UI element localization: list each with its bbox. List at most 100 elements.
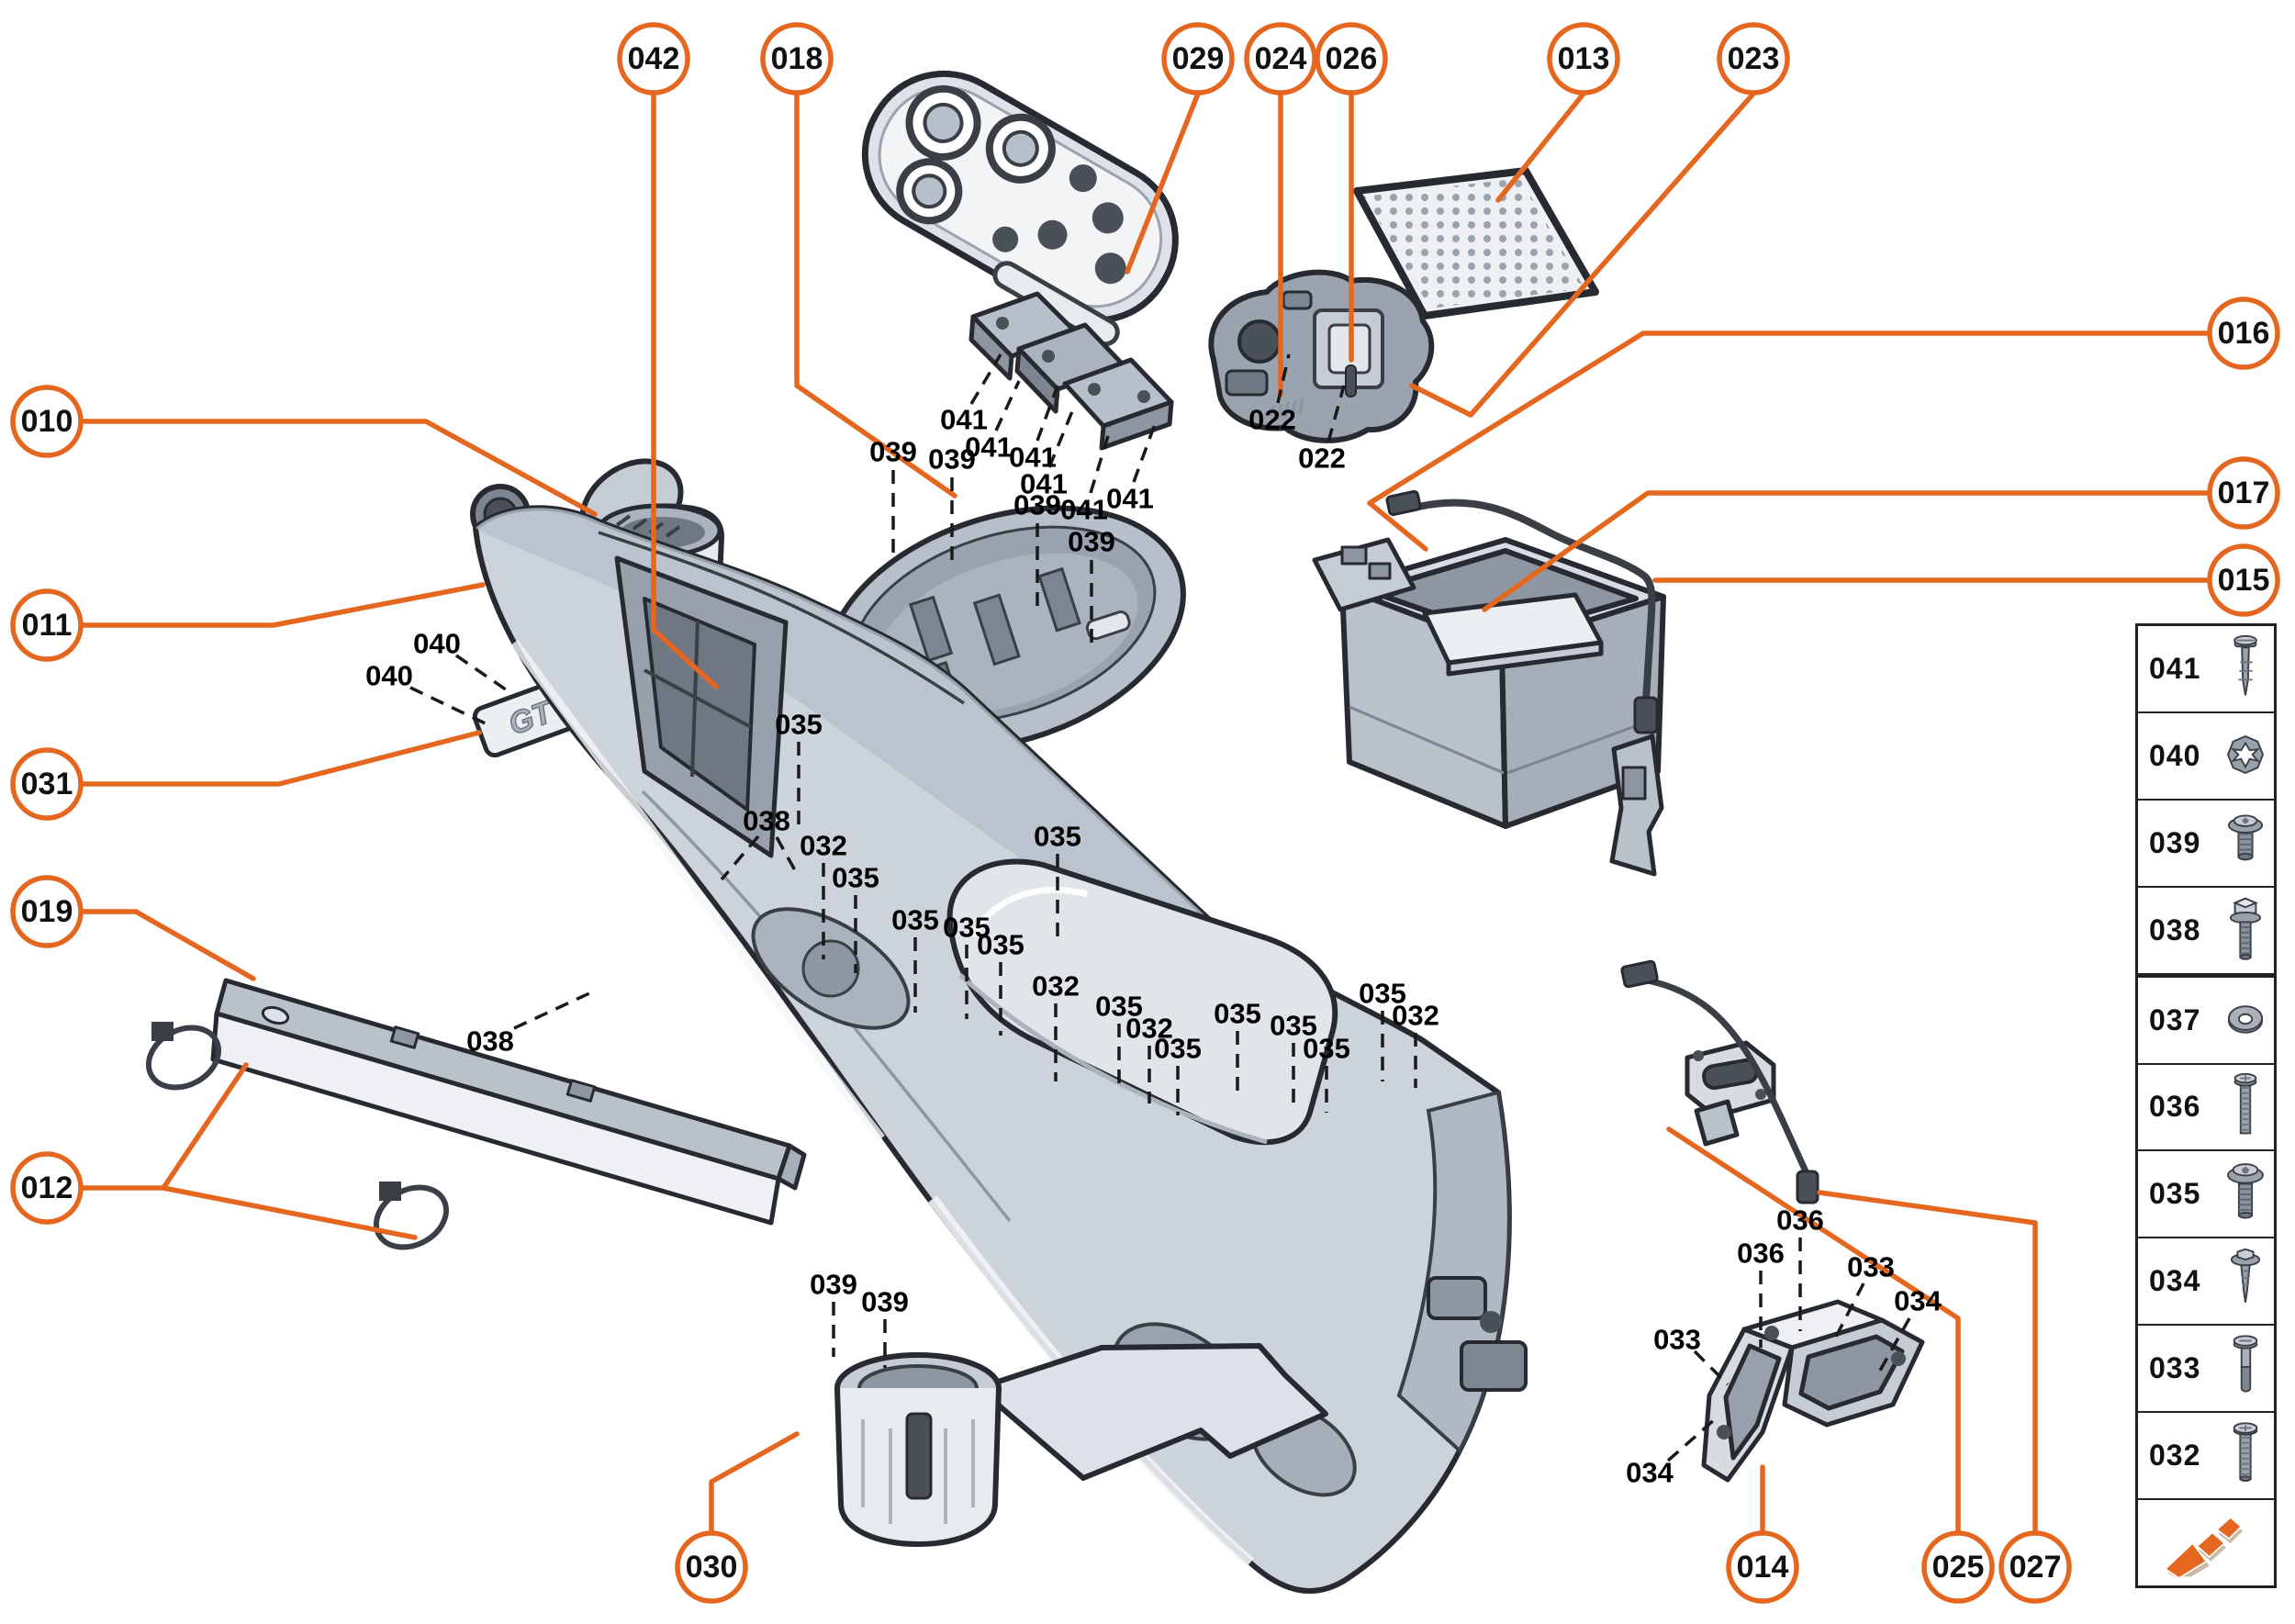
legend-number: 039 xyxy=(2149,825,2201,859)
part-cup-holder[interactable] xyxy=(834,1343,1328,1547)
legend-row-033[interactable]: 033 xyxy=(2138,1326,2274,1414)
callout-030[interactable]: 030 xyxy=(675,1530,748,1604)
legend-number: 037 xyxy=(2149,1002,2201,1036)
legend-row-continue[interactable] xyxy=(2138,1500,2274,1585)
callout-017[interactable]: 017 xyxy=(2207,456,2280,530)
part-side-rail[interactable] xyxy=(210,978,807,1226)
legend-row-039[interactable]: 039 xyxy=(2138,801,2274,888)
legend-row-041[interactable]: 041 xyxy=(2138,626,2274,713)
svg-text:024: 024 xyxy=(1255,41,1307,76)
part-label: 035 xyxy=(775,709,823,741)
part-rubber-mat[interactable] xyxy=(1353,167,1599,319)
part-label: 032 xyxy=(1032,970,1080,1002)
part-rear-bracket[interactable] xyxy=(1701,1299,1925,1483)
callout-031[interactable]: 031 xyxy=(10,747,84,821)
label-leaders-dashed xyxy=(409,353,1911,1462)
part-label: 035 xyxy=(1034,821,1081,853)
svg-text:013: 013 xyxy=(1558,41,1610,76)
callout-012[interactable]: 012 xyxy=(10,1151,84,1225)
pointed-flange-screw-icon xyxy=(2224,1245,2267,1318)
svg-text:027: 027 xyxy=(2010,1550,2062,1585)
part-console-switch-panel[interactable] xyxy=(834,46,1204,355)
legend-row-038[interactable]: 038 xyxy=(2138,888,2274,978)
leader-023 xyxy=(1409,91,1756,418)
callout-027[interactable]: 027 xyxy=(1998,1530,2072,1604)
callout-015[interactable]: 015 xyxy=(2207,543,2280,617)
legend-row-036[interactable]: 036 xyxy=(2138,1065,2274,1152)
part-label: 035 xyxy=(832,862,879,894)
callout-014[interactable]: 014 xyxy=(1726,1530,1799,1604)
callout-019[interactable]: 019 xyxy=(10,875,84,948)
part-label: 035 xyxy=(1303,1033,1350,1065)
callout-018[interactable]: 018 xyxy=(760,22,834,95)
flange-torx-screw-icon xyxy=(2224,806,2267,879)
svg-text:012: 012 xyxy=(21,1170,73,1205)
part-label: 036 xyxy=(1737,1238,1785,1270)
part-switch-carrier-bracket[interactable] xyxy=(968,291,1174,451)
svg-text:014: 014 xyxy=(1737,1550,1789,1585)
part-label: 032 xyxy=(800,830,847,862)
callout-011[interactable]: 011 xyxy=(10,588,84,662)
legend-number: 034 xyxy=(2149,1264,2201,1298)
part-label: 039 xyxy=(810,1269,857,1301)
legend-row-040[interactable]: 040 xyxy=(2138,713,2274,801)
part-hinge-bracket[interactable] xyxy=(1685,1040,1776,1147)
part-label: 035 xyxy=(1214,998,1261,1030)
part-wiring-harness[interactable] xyxy=(1385,489,1659,734)
svg-text:016: 016 xyxy=(2218,316,2270,351)
part-sensor-wire[interactable] xyxy=(1620,959,1819,1204)
callout-026[interactable]: 026 xyxy=(1315,22,1388,95)
part-label: 039 xyxy=(928,443,976,476)
part-cable-ties[interactable] xyxy=(139,1016,457,1260)
machine-screw-icon xyxy=(2224,1419,2267,1493)
svg-text:017: 017 xyxy=(2218,476,2270,510)
part-armrest-latch-mechanism[interactable] xyxy=(1208,269,1435,443)
washer-icon xyxy=(2224,983,2267,1057)
leader-010 xyxy=(78,419,598,517)
callout-013[interactable]: 013 xyxy=(1547,22,1620,95)
callout-010[interactable]: 010 xyxy=(10,385,84,458)
callout-042[interactable]: 042 xyxy=(617,22,690,95)
svg-text:031: 031 xyxy=(21,767,73,801)
long-screw-icon xyxy=(2224,1070,2267,1144)
legend-row-037[interactable]: 037 xyxy=(2138,978,2274,1065)
leader-031 xyxy=(78,730,482,787)
legend-row-035[interactable]: 035 xyxy=(2138,1151,2274,1239)
part-control-module[interactable] xyxy=(1312,537,1604,677)
svg-text:025: 025 xyxy=(1932,1550,1985,1585)
svg-text:015: 015 xyxy=(2218,563,2270,598)
legend-number: 041 xyxy=(2149,651,2201,685)
callout-023[interactable]: 023 xyxy=(1717,22,1790,95)
callout-016[interactable]: 016 xyxy=(2207,297,2280,370)
large-head-screw-icon xyxy=(2224,1158,2267,1231)
part-label: 035 xyxy=(891,904,939,936)
part-spring[interactable] xyxy=(1266,395,1307,425)
svg-text:018: 018 xyxy=(771,41,823,76)
part-label: 034 xyxy=(1626,1457,1674,1489)
part-label: 041 xyxy=(940,404,988,436)
legend-number: 038 xyxy=(2149,913,2201,946)
part-armrest-lid[interactable] xyxy=(946,858,1338,1146)
fastener-legend: 041 040 039 038 037 036 035 034 033 032 xyxy=(2135,623,2277,1588)
part-label: 039 xyxy=(1068,526,1115,558)
part-pin[interactable] xyxy=(1345,364,1357,398)
svg-text:010: 010 xyxy=(21,404,73,439)
callout-024[interactable]: 024 xyxy=(1244,22,1317,95)
part-label: 032 xyxy=(1125,1013,1173,1045)
callout-025[interactable]: 025 xyxy=(1921,1530,1995,1604)
svg-text:026: 026 xyxy=(1326,41,1378,76)
legend-row-032[interactable]: 032 xyxy=(2138,1413,2274,1501)
part-label: 041 xyxy=(1020,468,1068,500)
legend-number: 036 xyxy=(2149,1090,2201,1124)
svg-text:023: 023 xyxy=(1728,41,1780,76)
part-latch-striker[interactable] xyxy=(1609,734,1664,877)
legend-row-034[interactable]: 034 xyxy=(2138,1238,2274,1327)
part-label: 035 xyxy=(1359,978,1406,1010)
part-label: 033 xyxy=(1847,1251,1895,1283)
svg-text:029: 029 xyxy=(1172,41,1225,76)
callout-029[interactable]: 029 xyxy=(1161,22,1235,95)
part-label: 039 xyxy=(1013,489,1061,521)
tapping-screw-icon xyxy=(2224,633,2267,706)
